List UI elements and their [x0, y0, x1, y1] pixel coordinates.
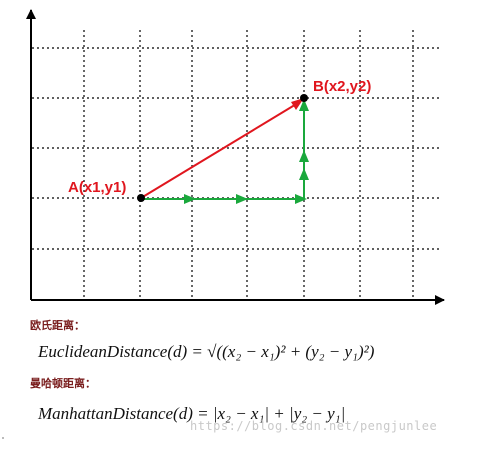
manhattan-arrow-4	[299, 168, 309, 180]
grid	[32, 30, 440, 300]
corner-dot	[2, 437, 4, 439]
manhattan-arrow-3	[295, 194, 307, 204]
point-b-label: B(x2,y2)	[313, 78, 371, 95]
manhattan-arrow-5	[299, 150, 309, 162]
manhattan-arrow-2	[236, 194, 248, 204]
manhattan-arrow-6	[299, 99, 309, 111]
manhattan-arrow-1	[184, 194, 196, 204]
euclidean-title: 欧氏距离：	[30, 319, 85, 332]
euclidean-arrowhead	[291, 98, 304, 110]
euclidean-line	[140, 102, 299, 199]
watermark: https://blog.csdn.net/pengjunlee	[190, 419, 438, 433]
point-a	[137, 194, 145, 202]
manhattan-title: 曼哈顿距离：	[30, 377, 96, 390]
point-a-label: A(x1,y1)	[68, 179, 126, 196]
point-b	[300, 94, 308, 102]
manhattan-formula: ManhattanDistance(d) = |x₂ − x₁| + |y₂ −…	[38, 404, 346, 423]
euclidean-formula: EuclideanDistance(d) = √((x₂ − x₁)² + (y…	[38, 342, 375, 361]
manhattan-path	[140, 99, 309, 204]
